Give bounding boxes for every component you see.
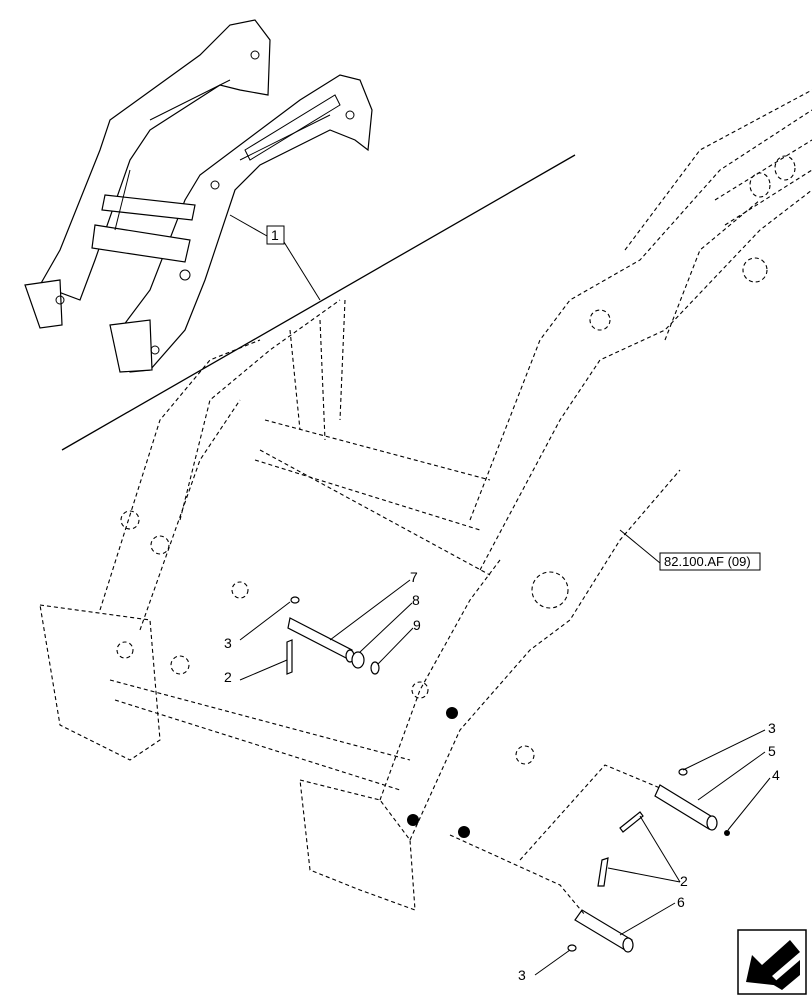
loader-frame-dashed [39,89,812,911]
pivot-hole [446,707,458,719]
pivot-hole [407,814,419,826]
pin-5 [654,784,718,831]
callout-3-left: 3 [224,635,232,651]
alignment-line [449,834,586,916]
leader-lines [239,529,771,976]
bolt-2-right-a [619,811,644,833]
pin-6 [574,909,634,953]
inset-callout-1: 1 [229,214,321,301]
callout-6: 6 [677,894,685,910]
callout-3-right: 3 [768,720,776,736]
callout-4: 4 [772,767,780,783]
nut-4 [724,830,730,836]
reference-box-label: 82.100.AF (09) [664,554,751,569]
bolt-2-right-b [597,857,609,887]
bolt-2-upper [286,639,293,675]
callout-5: 5 [768,743,776,759]
nut-3-upper [290,596,300,604]
callout-3-bottom: 3 [518,967,526,983]
arrow-icon[interactable] [737,929,807,995]
alignment-line [519,764,661,861]
pin-7 [287,617,355,663]
callout-7: 7 [410,569,418,585]
inset-divider-line [61,154,576,451]
callout-9: 9 [413,617,421,633]
reference-box[interactable]: 82.100.AF (09) [659,552,761,571]
washer-8 [351,651,365,669]
pivot-hole [458,826,470,838]
nut-3-bottom [567,944,577,952]
callout-2-left: 2 [224,669,232,685]
washer-9 [370,661,380,675]
callout-2-right: 2 [680,873,688,889]
loader-inset [24,19,373,373]
callout-1-label: 1 [271,227,279,243]
callout-8: 8 [412,592,420,608]
nut-3-right [678,768,688,776]
